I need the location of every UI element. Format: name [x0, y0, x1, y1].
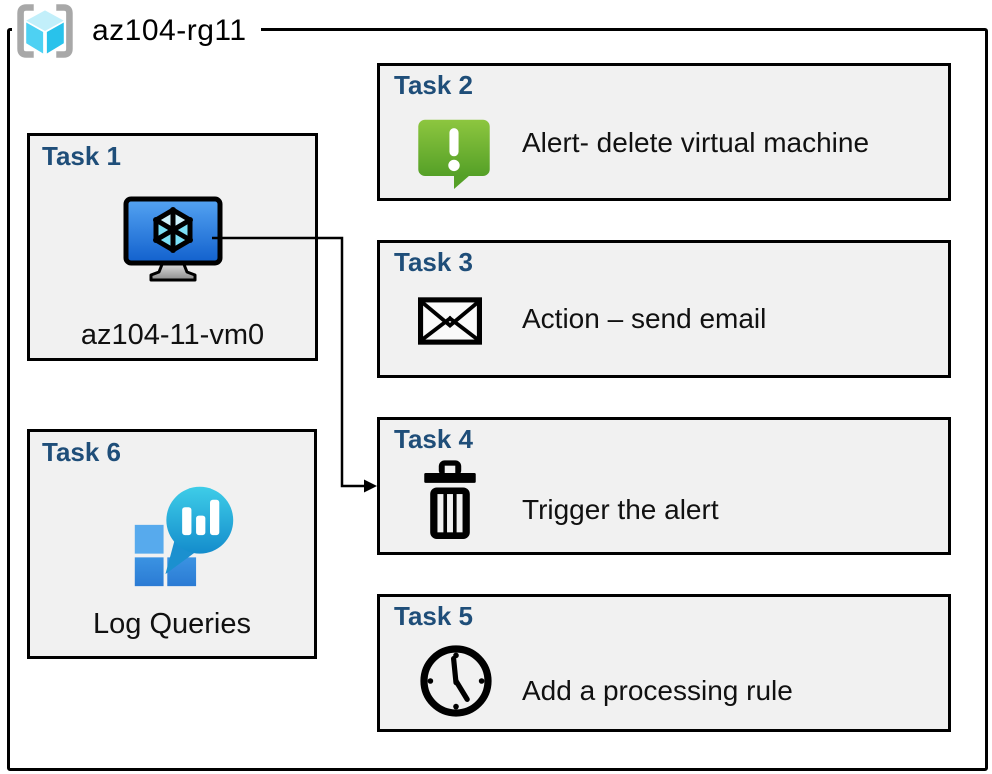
- task4-title: Task 4: [394, 424, 474, 454]
- clock-icon: [415, 641, 497, 721]
- log-queries-icon: [130, 484, 238, 588]
- task3-label: Action – send email: [522, 303, 767, 334]
- task5-title: Task 5: [394, 601, 474, 631]
- task1-box: Task 1: [27, 133, 318, 361]
- task4-label: Trigger the alert: [522, 494, 719, 525]
- task5-label: Add a processing rule: [522, 675, 793, 706]
- task5-box: Task 5 Add a processing rule: [377, 594, 951, 732]
- resource-group-legend: az104-rg11: [12, 2, 261, 60]
- task2-title: Task 2: [394, 70, 474, 100]
- email-icon: [418, 297, 482, 345]
- resource-group-icon: [14, 3, 76, 59]
- task2-label: Alert- delete virtual machine: [522, 127, 870, 158]
- task4-box: Task 4 Trigger the alert: [377, 417, 951, 555]
- task3-title: Task 3: [394, 247, 474, 277]
- alert-icon: [416, 116, 492, 192]
- trash-icon: [417, 458, 483, 542]
- task1-title: Task 1: [42, 141, 122, 171]
- virtual-machine-icon: [123, 196, 223, 284]
- task6-label: Log Queries: [93, 608, 251, 640]
- task6-title: Task 6: [42, 437, 122, 467]
- task1-label: az104-11-vm0: [80, 319, 265, 351]
- resource-group-name: az104-rg11: [92, 14, 247, 47]
- resource-group-frame: [7, 28, 988, 771]
- task2-box: Task 2 Alert- delete virtual machine: [377, 63, 951, 201]
- task3-box: Task 3 Action – send email: [377, 240, 951, 378]
- task6-box: Task 6: [27, 429, 317, 659]
